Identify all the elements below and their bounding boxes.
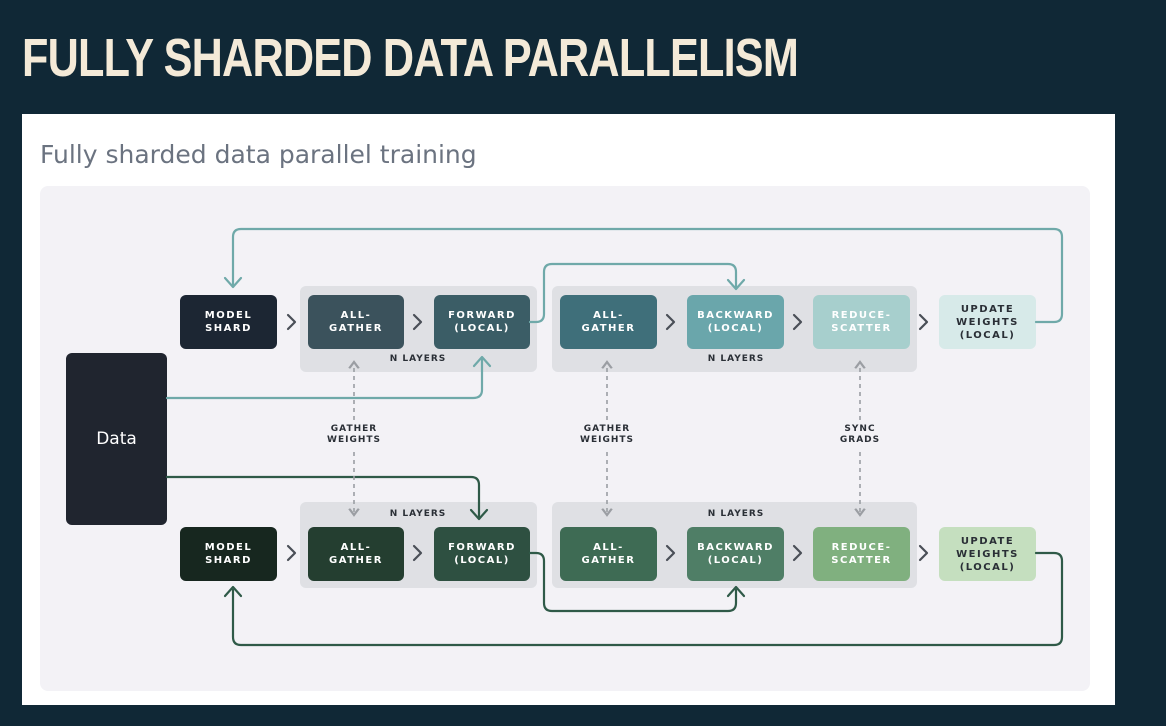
chevron-right-icon: [792, 544, 803, 562]
figure-title: Fully sharded data parallel training: [40, 140, 477, 169]
bottom-all-gather-backward: ALL- GATHER: [560, 527, 657, 581]
bottom-update-weights: UPDATE WEIGHTS (LOCAL): [939, 527, 1036, 581]
gather-weights-label-2: GATHER WEIGHTS: [571, 422, 643, 448]
arrow-head: [726, 585, 746, 598]
bottom-forward-n-layers: N LAYERS: [389, 509, 447, 519]
top-backward-n-layers: N LAYERS: [707, 354, 765, 364]
data-to-bottom-forward-arrow: [165, 475, 481, 519]
top-all-gather-backward: ALL- GATHER: [560, 295, 657, 349]
chevron-right-icon: [918, 544, 929, 562]
forward-to-backward-arrow: [528, 262, 738, 324]
chevron-right-icon: [286, 313, 297, 331]
chevron-right-icon: [665, 544, 676, 562]
arrow-head: [223, 276, 243, 289]
bottom-loop-arrow: [231, 551, 1064, 647]
top-forward-n-layers: N LAYERS: [389, 354, 447, 364]
top-loop-arrow: [231, 227, 1064, 324]
chevron-right-icon: [792, 313, 803, 331]
chevron-right-icon: [918, 313, 929, 331]
top-update-weights: UPDATE WEIGHTS (LOCAL): [939, 295, 1036, 349]
bottom-backward-n-layers: N LAYERS: [707, 509, 765, 519]
bottom-model-shard: MODEL SHARD: [180, 527, 277, 581]
top-backward-local: BACKWARD (LOCAL): [687, 295, 784, 349]
top-all-gather-forward: ALL- GATHER: [308, 295, 404, 349]
arrow-head: [472, 355, 492, 368]
data-to-top-forward-arrow: [165, 357, 484, 400]
arrow-head: [469, 508, 489, 521]
arrow-head: [726, 278, 746, 291]
gather-weights-label-1: GATHER WEIGHTS: [318, 422, 390, 448]
sync-grads-label: SYNC GRADS: [824, 422, 896, 448]
chevron-right-icon: [665, 313, 676, 331]
arrow-head: [223, 585, 243, 598]
bottom-reduce-scatter: REDUCE- SCATTER: [813, 527, 910, 581]
chevron-right-icon: [412, 313, 423, 331]
bottom-forward-to-backward-arrow: [528, 551, 738, 613]
top-reduce-scatter: REDUCE- SCATTER: [813, 295, 910, 349]
slide-title: FULLY SHARDED DATA PARALLELISM: [22, 28, 799, 88]
top-model-shard: MODEL SHARD: [180, 295, 277, 349]
data-box: Data: [66, 353, 167, 525]
chevron-right-icon: [286, 544, 297, 562]
bottom-backward-local: BACKWARD (LOCAL): [687, 527, 784, 581]
chevron-right-icon: [412, 544, 423, 562]
bottom-all-gather-forward: ALL- GATHER: [308, 527, 404, 581]
bottom-forward-local: FORWARD (LOCAL): [434, 527, 530, 581]
diagram-panel: [40, 186, 1090, 691]
top-forward-local: FORWARD (LOCAL): [434, 295, 530, 349]
